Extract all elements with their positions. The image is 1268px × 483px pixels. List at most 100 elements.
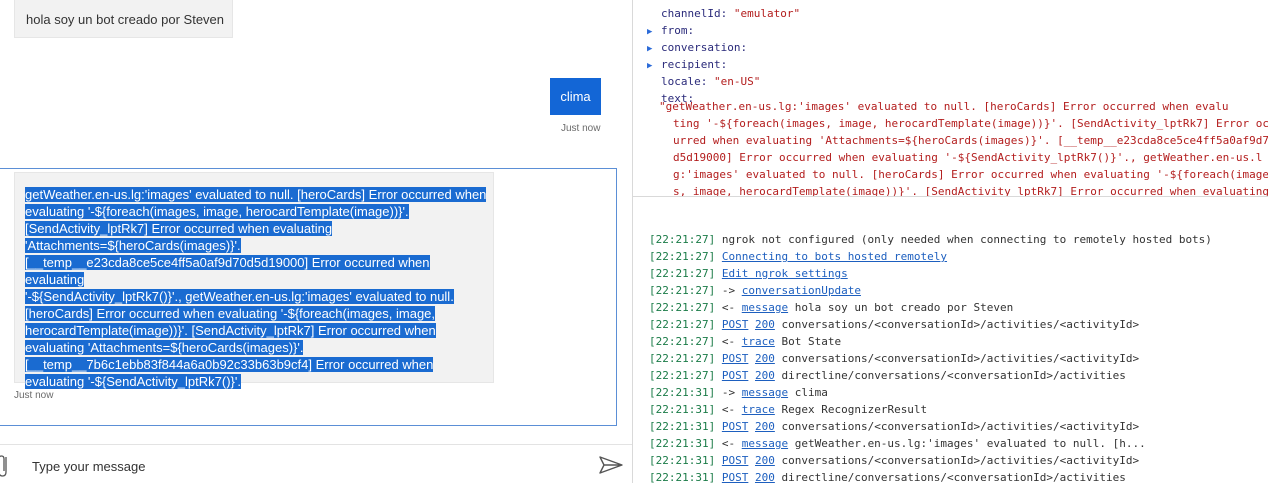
inspector-text-line: d5d19000] Error occurred when evaluating…	[673, 151, 1263, 164]
pane-divider[interactable]	[632, 0, 633, 483]
selected-text: [SendActivity_lptRk7] Error occurred whe…	[25, 221, 333, 236]
log-row: [22:21:31] -> message clima	[649, 384, 1212, 401]
log-link[interactable]: 200	[754, 352, 775, 365]
log-text	[748, 369, 755, 382]
triangle-right-icon[interactable]: ▶	[647, 61, 653, 71]
log-link[interactable]: Edit ngrok settings	[721, 267, 848, 280]
user-message-bubble[interactable]: clima	[550, 78, 601, 115]
inspector-text-line: "getWeather.en-us.lg:'images' evaluated …	[659, 100, 1229, 113]
log-link[interactable]: message	[741, 301, 789, 314]
log-link[interactable]: conversationUpdate	[741, 284, 861, 297]
log-link[interactable]: POST	[721, 420, 749, 433]
message-input-bar	[0, 444, 632, 483]
log-link[interactable]: 200	[754, 318, 775, 331]
inspector-conversation-row[interactable]: ▶ conversation:	[647, 39, 747, 56]
log-row: [22:21:27] Edit ngrok settings	[649, 265, 1212, 282]
inspector-text-line: ting '-${foreach(images, image, herocard…	[673, 117, 1268, 130]
log-text: getWeather.en-us.lg:'images' evaluated t…	[788, 437, 1146, 450]
log-text: hola soy un bot creado por Steven	[788, 301, 1014, 314]
error-text-line: [__temp__7b6c1ebb83f844a6a0b92c33b63b9cf…	[25, 356, 491, 373]
log-text: ngrok not configured (only needed when c…	[721, 233, 1212, 246]
log-panel: [22:21:27] ngrok not configured (only ne…	[633, 197, 1268, 483]
log-timestamp: [22:21:27]	[649, 352, 716, 365]
log-link[interactable]: trace	[741, 403, 775, 416]
log-text: <-	[721, 335, 742, 348]
log-row: [22:21:27] POST 200 directline/conversat…	[649, 367, 1212, 384]
log-row: [22:21:27] -> conversationUpdate	[649, 282, 1212, 299]
log-timestamp: [22:21:27]	[649, 250, 716, 263]
log-text	[748, 352, 755, 365]
log-row: [22:21:31] POST 200 directline/conversat…	[649, 469, 1212, 483]
inspector-locale-row: locale: "en-US"	[661, 73, 760, 90]
log-link[interactable]: 200	[754, 369, 775, 382]
log-link[interactable]: Connecting to bots hosted remotely	[721, 250, 948, 263]
error-text-line: herocardTemplate(image))}'. [SendActivit…	[25, 322, 491, 339]
log-text: <-	[721, 437, 742, 450]
error-text-line: getWeather.en-us.lg:'images' evaluated t…	[25, 186, 491, 203]
log-timestamp: [22:21:31]	[649, 437, 716, 450]
log-link[interactable]: 200	[754, 454, 775, 467]
chat-pane: hola soy un bot creado por Steven clima …	[0, 0, 632, 483]
log-text: Regex RecognizerResult	[774, 403, 928, 416]
paperclip-icon[interactable]	[0, 453, 10, 479]
log-row: [22:21:27] <- message hola soy un bot cr…	[649, 299, 1212, 316]
log-text	[748, 454, 755, 467]
log-timestamp: [22:21:27]	[649, 233, 716, 246]
log-text	[748, 420, 755, 433]
log-text: conversations/<conversationId>/activitie…	[774, 318, 1140, 331]
selected-text: herocardTemplate(image))}'. [SendActivit…	[25, 323, 436, 338]
inspector-text-line: urred when evaluating 'Attachments=${her…	[673, 134, 1268, 147]
selected-text: getWeather.en-us.lg:'images' evaluated t…	[25, 187, 487, 202]
panel-divider[interactable]	[633, 196, 1268, 197]
log-timestamp: [22:21:31]	[649, 454, 716, 467]
log-link[interactable]: 200	[754, 471, 775, 483]
selected-text: [__temp__7b6c1ebb83f844a6a0b92c33b63b9cf…	[25, 357, 434, 372]
bot-error-message-bubble[interactable]: getWeather.en-us.lg:'images' evaluated t…	[14, 172, 494, 389]
log-link[interactable]: POST	[721, 352, 749, 365]
triangle-right-icon[interactable]: ▶	[647, 44, 653, 54]
log-link[interactable]: trace	[741, 335, 775, 348]
log-text: <-	[721, 301, 742, 314]
user-message-timestamp: Just now	[561, 123, 601, 134]
inspector-text-line: g:'images' evaluated to null. [heroCards…	[673, 168, 1268, 181]
error-text-line: '-${SendActivity_lptRk7()}'., getWeather…	[25, 288, 491, 305]
triangle-right-icon[interactable]: ▶	[647, 27, 653, 37]
inspector-channel-row: channelId: "emulator"	[661, 5, 800, 22]
send-icon[interactable]	[598, 455, 624, 475]
log-link[interactable]: POST	[721, 318, 749, 331]
log-link[interactable]: POST	[721, 454, 749, 467]
selected-text: '-${SendActivity_lptRk7()}'., getWeather…	[25, 289, 454, 304]
log-row: [22:21:27] POST 200 conversations/<conve…	[649, 316, 1212, 333]
log-text: conversations/<conversationId>/activitie…	[774, 454, 1140, 467]
log-timestamp: [22:21:31]	[649, 420, 716, 433]
error-text-line: evaluating '-${foreach(images, image, he…	[25, 203, 491, 220]
log-text: Bot State	[774, 335, 842, 348]
log-link[interactable]: POST	[721, 471, 749, 483]
log-link[interactable]: POST	[721, 369, 749, 382]
log-list: [22:21:27] ngrok not configured (only ne…	[649, 231, 1212, 483]
log-row: [22:21:27] <- trace Bot State	[649, 333, 1212, 350]
inspector-from-row[interactable]: ▶from:	[647, 22, 694, 39]
log-row: [22:21:27] Connecting to bots hosted rem…	[649, 248, 1212, 265]
error-text-line: evaluating '-${SendActivity_lptRk7()}'.	[25, 373, 491, 390]
log-timestamp: [22:21:31]	[649, 403, 716, 416]
log-timestamp: [22:21:31]	[649, 386, 716, 399]
selected-text: evaluating '-${foreach(images, image, he…	[25, 204, 409, 219]
message-input[interactable]	[32, 454, 572, 478]
log-link[interactable]: message	[741, 437, 789, 450]
selected-text: [heroCards] Error occurred when evaluati…	[25, 306, 436, 321]
locale-value: "en-US"	[713, 75, 761, 88]
log-link[interactable]: 200	[754, 420, 775, 433]
inspector-recipient-row[interactable]: ▶recipient:	[647, 56, 727, 73]
log-text: clima	[788, 386, 828, 399]
log-text	[748, 471, 755, 483]
bot-message-bubble: hola soy un bot creado por Steven	[14, 0, 233, 38]
log-link[interactable]: message	[741, 386, 789, 399]
conversation-key: conversation:	[661, 41, 748, 54]
selected-activity-frame[interactable]	[0, 168, 617, 426]
log-row: [22:21:31] POST 200 conversations/<conve…	[649, 418, 1212, 435]
channel-key: channelId:	[661, 7, 728, 20]
inspector-text-line: s, image, herocardTemplate(image))}'. [S…	[673, 185, 1268, 196]
log-timestamp: [22:21:27]	[649, 284, 716, 297]
log-row: [22:21:27] POST 200 conversations/<conve…	[649, 350, 1212, 367]
